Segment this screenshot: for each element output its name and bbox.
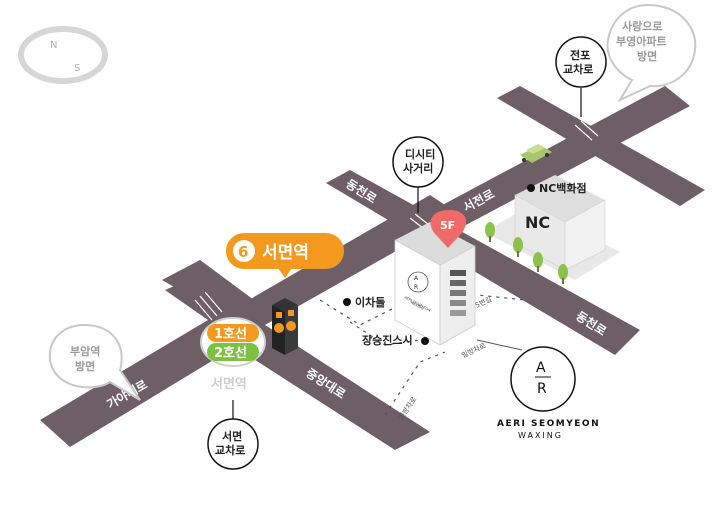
exit-station-name: 서면역	[262, 243, 309, 263]
ichadol-label: 이차돌	[355, 295, 385, 309]
station-badge: 1호선 2호선 서면역 서면역	[200, 317, 266, 394]
nc-logo: NC	[525, 213, 550, 232]
alley-label-3: 일방차로	[396, 394, 418, 421]
callout-dcity-line1: 디시티	[405, 147, 435, 161]
road-jeonpo	[497, 86, 705, 206]
station-label-below-halo: 서면역	[211, 376, 247, 392]
callout-sarang-line2: 부영아파트	[616, 34, 667, 48]
jangseung-label: 장승진스시	[362, 333, 413, 347]
aeri-mark-top: A	[536, 360, 546, 376]
building-windows	[450, 270, 466, 316]
alleys	[319, 289, 526, 416]
callout-jeonpo-line2: 교차로	[563, 62, 593, 76]
road-seojeon	[392, 86, 690, 252]
aeri-logo-pointer	[476, 339, 523, 351]
road-dongcheon	[326, 170, 640, 355]
compass-south: S	[74, 63, 80, 74]
aeri-building: A R AERI SEOMYEON WAXING	[394, 222, 476, 346]
roads	[40, 86, 705, 450]
callout-sarang-line3: 방면	[637, 49, 657, 63]
callout-jeonpo-line1: 전포	[570, 48, 590, 62]
callout-sarang-direction: 사랑으로 부영아파트 방면	[606, 3, 697, 103]
callout-sarang-line1: 사랑으로	[622, 19, 662, 33]
floor-label: 5F	[440, 219, 455, 232]
aeri-logo-line1: AERI SEOMYEON	[497, 419, 600, 429]
exit-number: 6	[238, 243, 248, 261]
callout-dcity-intersection: 디시티 사거리	[392, 136, 444, 213]
exit-6-pillar	[272, 298, 298, 355]
building-sign-line2: WAXING	[410, 300, 425, 310]
alley-label-2: 일방차로	[460, 341, 488, 360]
aeri-location-marker[interactable]: 5F	[430, 198, 467, 248]
exit-6-banner[interactable]: 6 서면역	[226, 233, 344, 278]
callout-bueom-direction: 부암역 방면	[48, 323, 141, 401]
nc-dot-icon	[527, 184, 535, 192]
callout-bueom-line2: 방면	[75, 359, 95, 373]
aeri-mark-bottom: R	[537, 381, 547, 397]
building-sign-mark-top: A	[414, 275, 419, 282]
ichadol-dot-icon	[343, 298, 351, 306]
line2-label: 2호선	[214, 345, 247, 361]
callout-seomyeon-intersection: 서면 교차로	[207, 400, 259, 470]
aeri-logo: A R AERI SEOMYEON WAXING	[476, 339, 600, 440]
jangseung-dot-icon	[421, 337, 429, 345]
station-label-below: 서면역	[211, 376, 247, 392]
tree-icons	[485, 222, 568, 284]
callout-dcity-line2: 사거리	[403, 161, 433, 175]
aeri-logo-line2: WAXING	[518, 431, 563, 440]
compass-north: N	[50, 40, 57, 51]
road-left-north	[162, 260, 262, 322]
nc-department-label: NC백화점	[539, 181, 587, 195]
callout-seomyeon-line1: 서면	[222, 429, 242, 443]
callout-seomyeon-line2: 교차로	[215, 443, 245, 457]
nc-department-store: NC NC백화점	[485, 175, 620, 284]
callout-jeonpo-intersection: 전포 교차로	[555, 36, 607, 117]
callout-bueom-line1: 부암역	[70, 344, 100, 358]
car-icon	[520, 144, 552, 163]
building-sign-mark-bottom: R	[414, 284, 418, 291]
compass: N S	[18, 26, 108, 84]
line1-label: 1호선	[214, 326, 247, 342]
